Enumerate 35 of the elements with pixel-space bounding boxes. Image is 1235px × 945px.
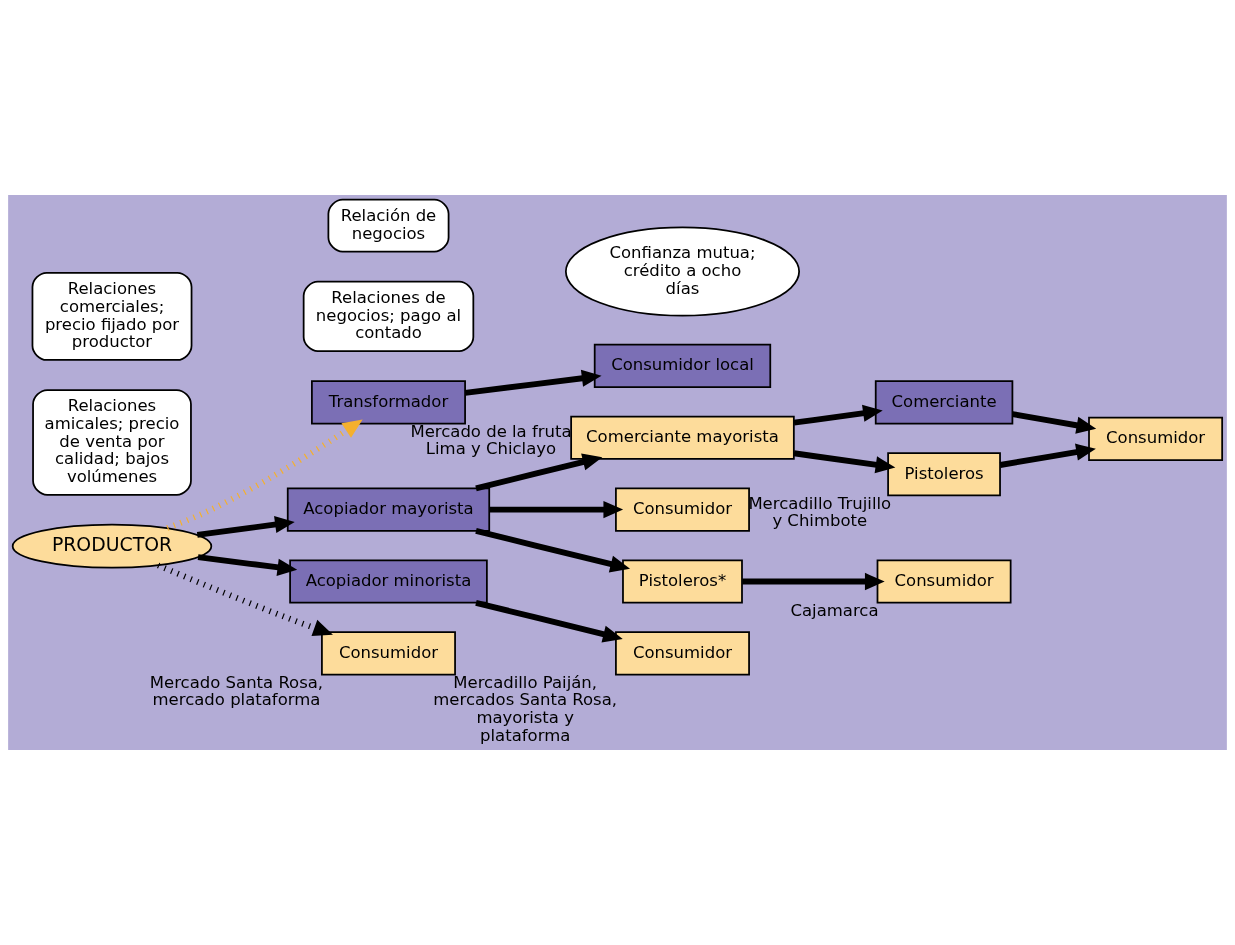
node-box: Consumidor (876, 559, 1012, 604)
node-box: Consumidor (615, 631, 750, 676)
arrow (489, 501, 624, 519)
node-box: Comerciante (874, 380, 1014, 425)
node-box: Pistoleros (887, 452, 1001, 497)
node-box: Acopiador minorista (289, 559, 488, 604)
node-box: Relaciones amicales; precio de venta por calidad; bajos volúmenes (32, 389, 192, 496)
node-box: Consumidor (1088, 416, 1224, 461)
node-ellipse: PRODUCTOR (11, 523, 213, 569)
arrow (999, 443, 1096, 468)
arrow (166, 419, 363, 531)
node-box: Consumidor local (593, 343, 772, 388)
node-box: Relación de negocios (327, 198, 450, 253)
arrow (793, 404, 883, 426)
node-box: Transformador (311, 380, 466, 425)
arrow (475, 528, 631, 573)
arrow (475, 599, 623, 643)
arrow (793, 450, 896, 474)
arrow (475, 453, 603, 492)
arrow (197, 554, 298, 576)
node-box: Pistoleros* (622, 559, 743, 604)
arrow (464, 369, 602, 396)
arrow (1012, 411, 1097, 434)
node-box: Relaciones comerciales; precio fijado por productor (31, 271, 193, 361)
node-box: Consumidor (615, 487, 750, 532)
node-box: Relaciones de negocios; pago al contado (302, 280, 475, 352)
node-ellipse: Confianza mutua; crédito a ocho días (564, 226, 800, 317)
node-label: Mercado Santa Rosa, mercado plataforma (149, 672, 324, 710)
node-box: Acopiador mayorista (286, 487, 491, 532)
node-label: Cajamarca (790, 600, 879, 620)
arrow (157, 562, 333, 637)
arrow (196, 516, 295, 538)
node-box: Comerciante mayorista (570, 415, 795, 460)
arrow (742, 572, 885, 591)
node-box: Consumidor (321, 631, 456, 676)
